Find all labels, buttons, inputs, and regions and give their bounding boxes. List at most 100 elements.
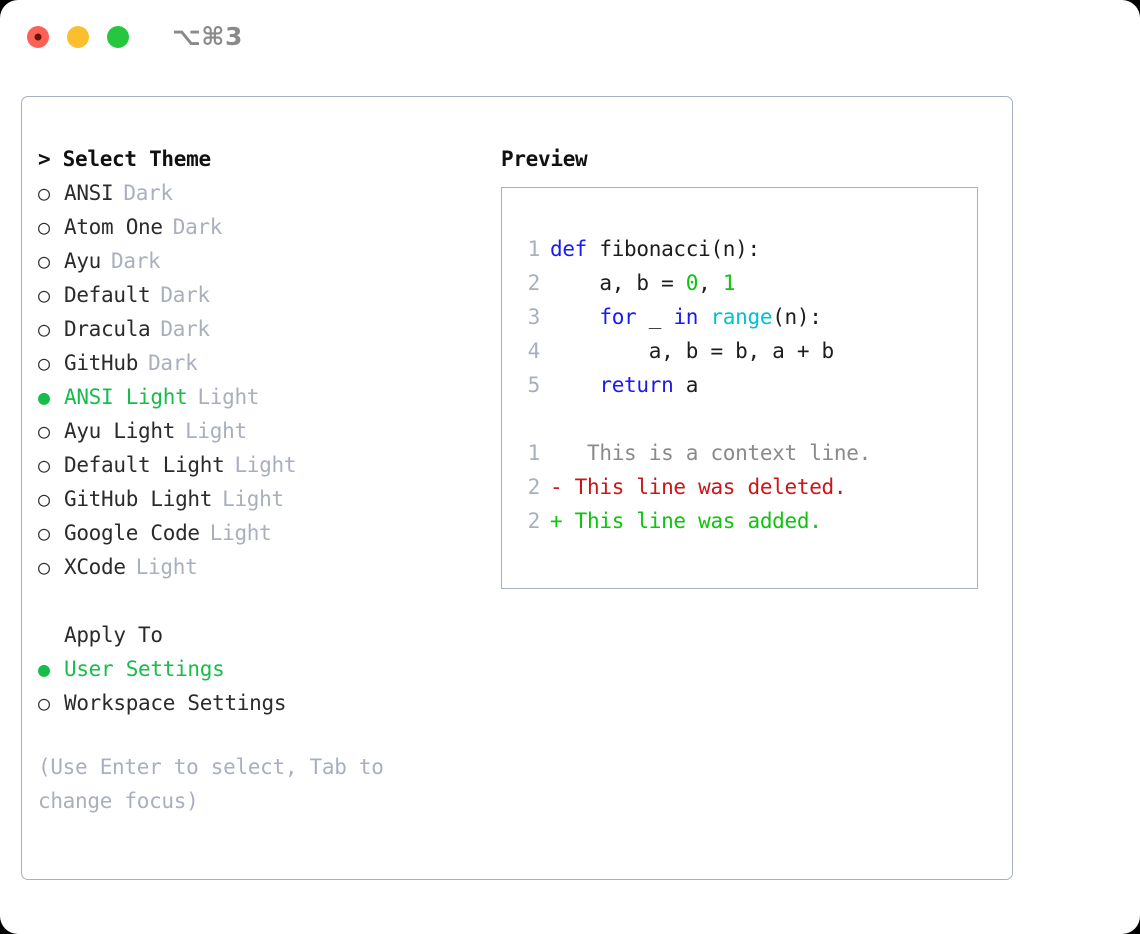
line-number: 1 — [527, 237, 541, 261]
theme-list-item[interactable]: ○ Default Light Light — [38, 448, 468, 482]
line-number: 3 — [527, 305, 541, 329]
code-token: return — [599, 373, 674, 397]
radio-unselected-icon[interactable]: ○ — [38, 487, 50, 511]
code-line-text: a, b = b, a + b — [550, 334, 834, 368]
code-token — [550, 305, 599, 329]
apply-to-option[interactable]: ● User Settings — [38, 652, 468, 686]
theme-list-item[interactable]: ● ANSI Light Light — [38, 380, 468, 414]
window-controls — [27, 26, 129, 48]
apply-to-label: User Settings — [64, 657, 225, 681]
zoom-window-button[interactable] — [107, 26, 129, 48]
radio-unselected-icon[interactable]: ○ — [38, 283, 50, 307]
radio-unselected-icon[interactable]: ○ — [38, 249, 50, 273]
theme-name-label: Atom One — [64, 215, 163, 239]
radio-selected-icon[interactable]: ● — [38, 657, 50, 681]
code-token: a, b = b, a + b — [550, 339, 834, 363]
keyboard-shortcut-label: ⌥⌘3 — [172, 22, 243, 51]
apply-to-options[interactable]: ● User Settings ○ Workspace Settings — [38, 652, 468, 720]
theme-variant-label: Light — [135, 555, 198, 579]
radio-unselected-icon[interactable]: ○ — [38, 351, 50, 375]
title-bar: ⌥⌘3 — [0, 0, 1140, 78]
radio-unselected-icon[interactable]: ○ — [38, 317, 50, 341]
code-token: fibonacci(n): — [599, 237, 760, 261]
theme-variant-label: Dark — [148, 351, 198, 375]
theme-name-label: Default Light — [64, 453, 225, 477]
theme-list-item[interactable]: ○ Ayu Light Light — [38, 414, 468, 448]
theme-name-label: ANSI — [64, 181, 114, 205]
radio-unselected-icon[interactable]: ○ — [38, 419, 50, 443]
theme-name-label: Default — [64, 283, 151, 307]
code-line: 4 a, b = b, a + b — [514, 334, 977, 368]
apply-to-option[interactable]: ○ Workspace Settings — [38, 686, 468, 720]
theme-name-label: XCode — [64, 555, 126, 579]
apply-to-group: Apply To ● User Settings ○ Workspace Settin… — [38, 618, 468, 720]
code-line-text: return a — [550, 368, 698, 402]
theme-name-label: Google Code — [64, 521, 200, 545]
code-token: a — [673, 373, 699, 397]
theme-variant-label: Light — [197, 385, 260, 409]
theme-name-label: ANSI Light — [64, 385, 188, 409]
code-token: (n): — [772, 305, 822, 329]
radio-unselected-icon[interactable]: ○ — [38, 691, 50, 715]
code-line-text: def fibonacci(n): — [550, 232, 760, 266]
diff-sample: 1 This is a context line. 2 - This line wa… — [514, 436, 977, 538]
select-theme-heading: > Select Theme — [38, 147, 211, 171]
theme-variant-label: Light — [185, 419, 247, 443]
code-line-text: for _ in range(n): — [550, 300, 822, 334]
minimize-window-button[interactable] — [67, 26, 89, 48]
preview-heading: Preview — [501, 147, 588, 171]
code-token: a, b = — [550, 271, 686, 295]
theme-name-label: Ayu — [64, 249, 102, 273]
theme-name-label: Ayu Light — [64, 419, 176, 443]
line-number: 5 — [527, 373, 541, 397]
close-window-button[interactable] — [27, 26, 49, 48]
line-number: 2 — [527, 475, 541, 499]
code-token: 1 — [722, 271, 736, 295]
code-token: range — [710, 305, 773, 329]
code-line-text: a, b = 0, 1 — [550, 266, 735, 300]
theme-list-item[interactable]: ○ Ayu Dark — [38, 244, 468, 278]
radio-unselected-icon[interactable]: ○ — [38, 453, 50, 477]
diff-line: 2+ This line was added. — [514, 504, 977, 538]
diff-line-text: This is a context line. — [550, 441, 871, 465]
theme-variant-label: Light — [209, 521, 272, 545]
code-token — [550, 373, 599, 397]
theme-list-item[interactable]: ○ Google Code Light — [38, 516, 468, 550]
theme-variant-label: Light — [234, 453, 297, 477]
theme-list-item[interactable]: ○ XCode Light — [38, 550, 468, 584]
theme-variant-label: Dark — [160, 317, 210, 341]
code-token — [698, 305, 710, 329]
line-number: 2 — [527, 271, 541, 295]
radio-selected-icon[interactable]: ● — [38, 385, 50, 409]
radio-unselected-icon[interactable]: ○ — [38, 215, 50, 239]
theme-list-item[interactable]: ○ GitHub Dark — [38, 346, 468, 380]
theme-name-label: GitHub — [64, 351, 139, 375]
diff-line: 1 This is a context line. — [514, 436, 977, 470]
diff-line-text: - This line was deleted. — [550, 475, 847, 499]
radio-unselected-icon[interactable]: ○ — [38, 555, 50, 579]
theme-variant-label: Dark — [160, 283, 210, 307]
line-number: 2 — [527, 509, 541, 533]
apply-to-label: Workspace Settings — [64, 691, 287, 715]
theme-variant-label: Dark — [111, 249, 161, 273]
theme-variant-label: Dark — [172, 215, 223, 239]
preview-spacer — [514, 402, 977, 436]
code-token: in — [673, 305, 699, 329]
theme-list-item[interactable]: ○ Atom One Dark — [38, 210, 468, 244]
theme-list-item[interactable]: ○ Default Dark — [38, 278, 468, 312]
radio-unselected-icon[interactable]: ○ — [38, 181, 50, 205]
radio-unselected-icon[interactable]: ○ — [38, 521, 50, 545]
apply-to-heading: Apply To — [64, 623, 163, 647]
code-line: 3 for _ in range(n): — [514, 300, 977, 334]
code-line: 2 a, b = 0, 1 — [514, 266, 977, 300]
